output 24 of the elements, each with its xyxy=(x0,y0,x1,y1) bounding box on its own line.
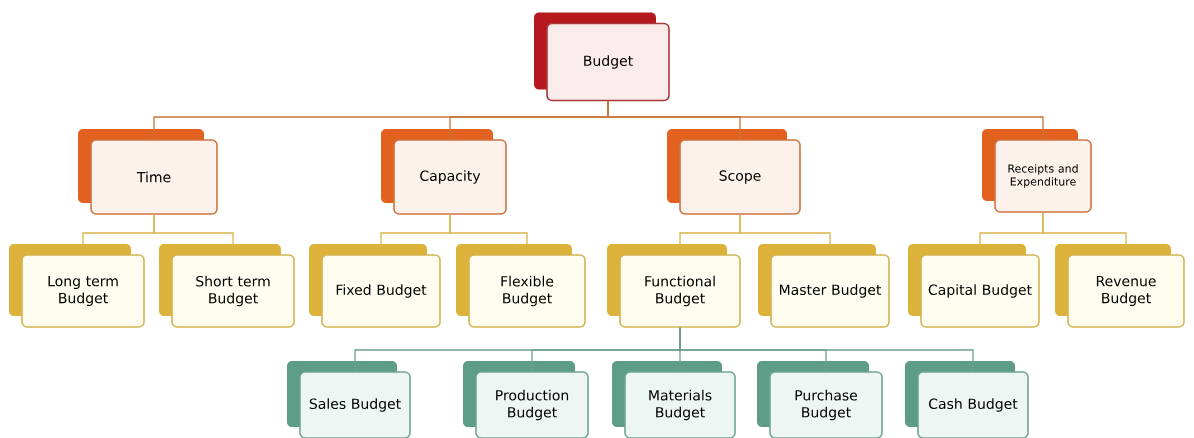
category-box: Purchase Budget xyxy=(757,361,883,438)
category-box: Short term Budget xyxy=(159,244,295,328)
connector-line xyxy=(679,327,974,372)
category-box: Receipts and Expenditure xyxy=(982,129,1092,213)
category-box: Cash Budget xyxy=(905,361,1029,438)
connector-line xyxy=(449,214,528,255)
connector-line xyxy=(153,214,234,255)
category-box: Materials Budget xyxy=(612,361,736,438)
category-box: Production Budget xyxy=(463,361,589,438)
category-box: Fixed Budget xyxy=(309,244,441,328)
category-box: Long term Budget xyxy=(9,244,145,328)
category-box: Revenue Budget xyxy=(1055,244,1185,328)
category-box: Sales Budget xyxy=(287,361,411,438)
connector-line xyxy=(607,100,1044,140)
category-box: Flexible Budget xyxy=(456,244,586,328)
category-box: Time xyxy=(78,129,218,215)
category-box: Capacity xyxy=(381,129,507,215)
category-box: Scope xyxy=(667,129,801,215)
category-box: Functional Budget xyxy=(607,244,741,328)
category-box: Master Budget xyxy=(758,244,890,328)
connector-line xyxy=(1042,212,1127,255)
category-box: Budget xyxy=(534,12,670,102)
category-box: Capital Budget xyxy=(908,244,1040,328)
connector-line xyxy=(739,214,831,255)
